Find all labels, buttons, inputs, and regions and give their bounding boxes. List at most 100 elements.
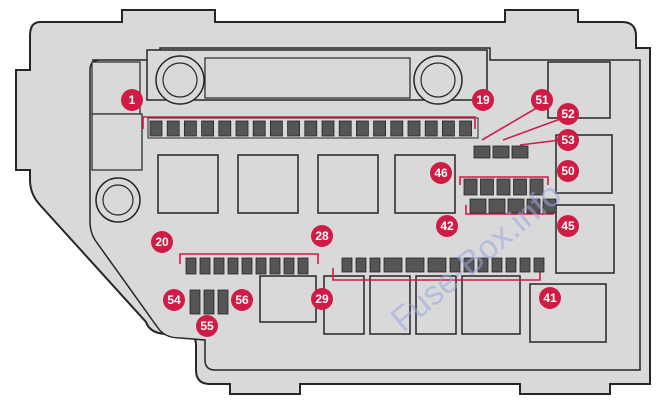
fuse-lower-left-20 [185,257,197,275]
fuse-46-row-4 [513,178,527,196]
fuse-lower-right-40 [519,257,531,273]
relay-lower-4 [415,275,457,335]
fuse-main-2 [166,120,180,137]
fuse-lower-left-26 [269,257,281,275]
fuse-lower-right-39 [505,257,517,273]
svg-text:55: 55 [200,319,214,333]
callout-19: 19 [472,89,494,111]
fuse-main-8 [269,120,283,137]
fuse-lower-left-27 [283,257,295,275]
fuse-main-4 [201,120,215,137]
fuse-lower-right-36 [463,257,475,273]
fuse-46-row-3 [496,178,511,196]
fuse-small-55 [203,289,215,315]
top-cover-inner [204,57,411,99]
relay-lower-3 [369,275,411,335]
fuse-42-row-5 [542,198,557,214]
fuse-lower-right-37 [477,257,489,273]
callout-56: 56 [231,289,253,311]
callout-45: 45 [557,215,579,237]
fuse-42-row-4 [526,198,541,214]
svg-text:41: 41 [543,291,557,305]
fuse-main-16 [407,120,421,137]
svg-text:20: 20 [155,235,169,249]
fuse-main-18 [441,120,455,137]
fuse-main-3 [183,120,197,137]
leader-52 [502,117,564,141]
fuse-42-row-3 [507,198,525,214]
fuse-lower-left-23 [227,257,239,275]
callout-53: 53 [557,129,579,151]
callout-29: 29 [311,288,333,310]
fuse-top-right-52 [492,145,510,159]
right-block-top [547,61,611,119]
svg-text:1: 1 [129,93,136,107]
bracket-46 [459,176,549,185]
fuse-46-row-5 [529,178,544,196]
svg-text:45: 45 [561,219,575,233]
fuse-lower-right-35 [449,257,461,273]
leader-51 [481,105,541,141]
callout-41: 41 [539,287,561,309]
bracket-29-41 [332,268,541,281]
relay-3 [317,154,379,214]
bracket-1-19 [142,116,476,129]
fuse-main-1 [149,120,163,137]
fuse-lower-right-38 [491,257,503,273]
fuse-top-right-51 [473,145,491,159]
svg-text:29: 29 [315,292,329,306]
fuse-lower-left-21 [199,257,211,275]
svg-text:46: 46 [434,166,448,180]
left-block-mid [91,113,143,171]
fuse-main-19 [459,120,473,137]
callout-52: 52 [557,103,579,125]
fuse-main-6 [235,120,249,137]
relay-2 [237,154,299,214]
fuse-main-13 [355,120,369,137]
fuse-main-11 [321,120,335,137]
fuse-small-56 [217,289,229,315]
callout-50: 50 [557,160,579,182]
fuse-lower-right-31 [369,257,381,273]
fuse-lower-right-41 [533,257,545,273]
callout-42: 42 [436,215,458,237]
callout-51: 51 [531,89,553,111]
bracket-20-28 [179,253,319,264]
relay-lower-1 [259,275,317,323]
relay-lower-5 [461,275,521,335]
fuse-small-54 [189,289,201,315]
relay-1 [157,154,219,214]
fuse-lower-left-28 [297,257,309,275]
fuse-46-row-2 [480,178,494,196]
fuse-lower-left-24 [241,257,253,275]
fuse-top-right-53 [511,145,529,159]
callout-1: 1 [121,89,143,111]
fuse-lower-right-34 [427,257,447,273]
fuse-main-15 [390,120,404,137]
fuse-lower-left-25 [255,257,267,275]
fuse-main-10 [304,120,318,137]
fuse-lower-left-22 [213,257,225,275]
fuse-main-12 [338,120,352,137]
fuse-main-17 [424,120,438,137]
callout-55: 55 [196,315,218,337]
svg-text:54: 54 [167,293,181,307]
fuse-main-9 [287,120,301,137]
fuse-46-row-1 [463,178,478,196]
callout-54: 54 [163,289,185,311]
svg-text:51: 51 [535,93,549,107]
callout-20: 20 [151,231,173,253]
svg-text:50: 50 [561,164,575,178]
svg-text:28: 28 [315,229,329,243]
fuse-main-5 [218,120,232,137]
leader-53 [519,139,561,146]
fuse-group [149,120,557,315]
fuse-main-7 [252,120,266,137]
fuse-lower-right-33 [405,257,425,273]
svg-text:56: 56 [235,293,249,307]
right-block-45 [555,204,615,274]
fuse-lower-right-32 [383,257,403,273]
fuse-42-row-2 [488,198,506,214]
